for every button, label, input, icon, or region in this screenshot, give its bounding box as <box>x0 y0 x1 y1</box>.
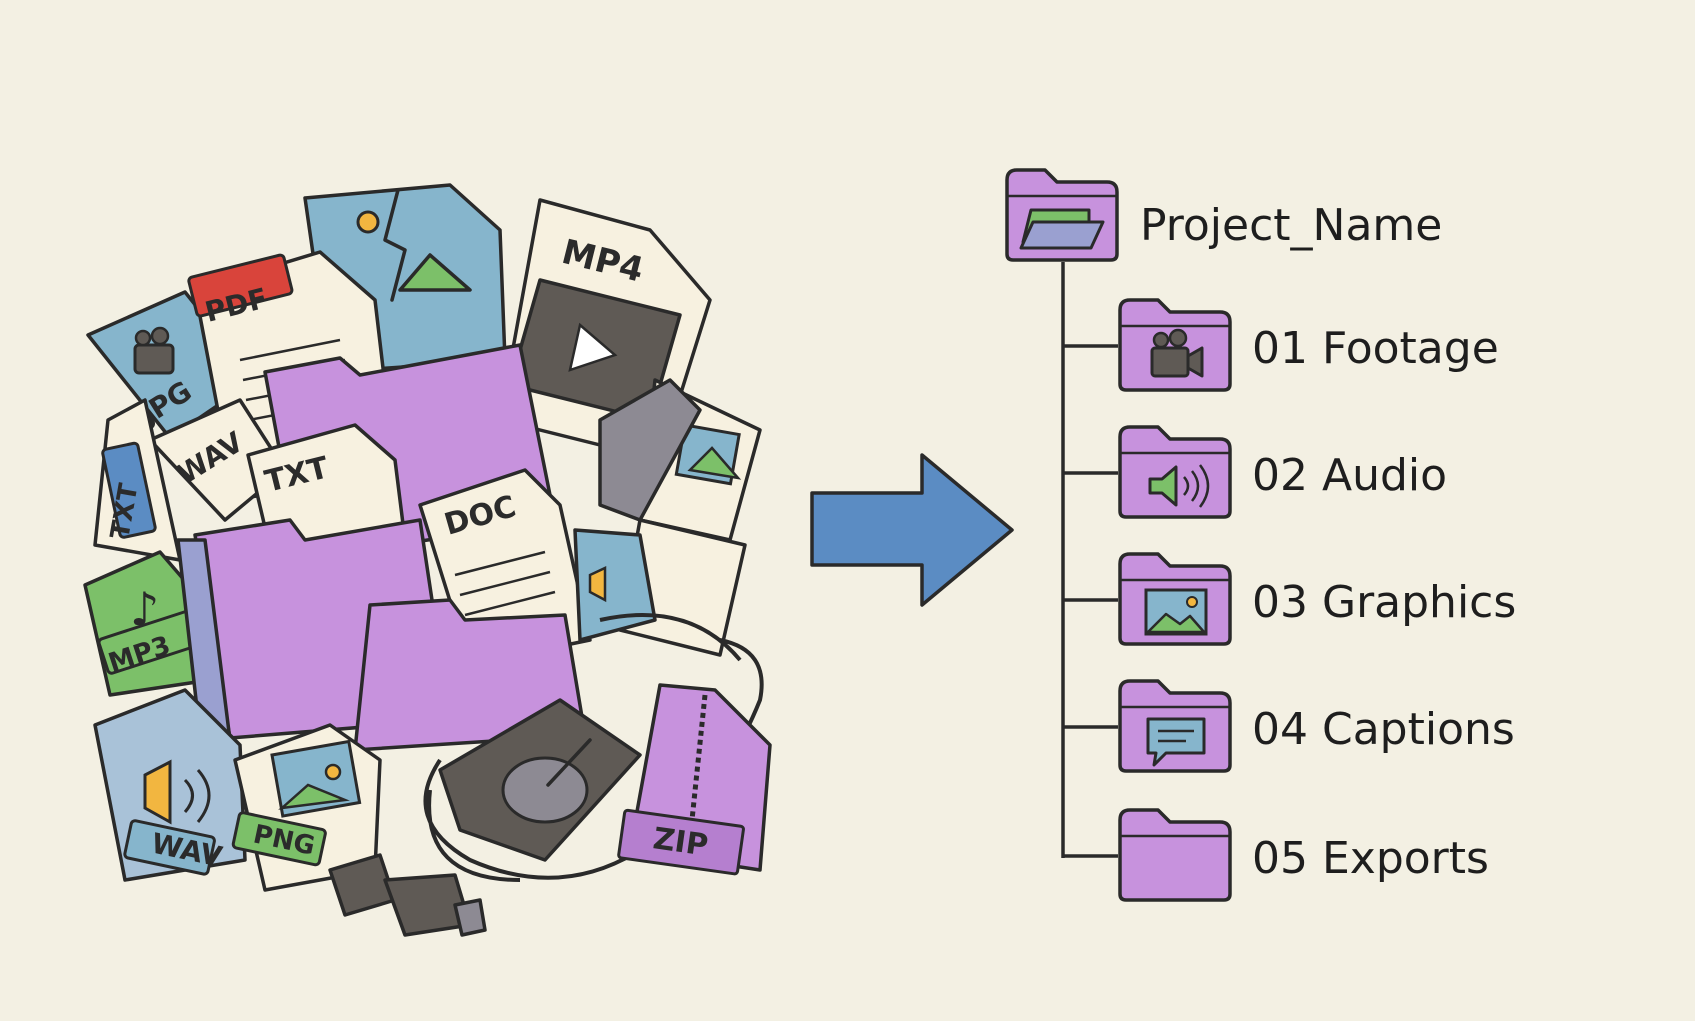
tree-root[interactable]: Project_Name <box>1005 168 1442 262</box>
hard-drive-icon <box>438 698 642 862</box>
tree-item-audio[interactable]: 02 Audio <box>1118 425 1447 519</box>
wav-file-icon-bottom: WAV <box>93 688 247 882</box>
mp3-file-icon: ♪ MP3 <box>83 550 212 697</box>
speech-bubble-icon <box>1118 679 1232 773</box>
tree-item-audio-label: 02 Audio <box>1252 450 1447 501</box>
folder-icon <box>1118 808 1232 902</box>
tree-branch-lines <box>1063 344 1118 858</box>
image-icon <box>1118 552 1232 646</box>
txt-file-icon-left: TXT <box>93 398 182 562</box>
tree-item-captions-label: 04 Captions <box>1252 704 1515 755</box>
png-file-icon: PNG <box>231 723 382 892</box>
tree-item-exports[interactable]: 05 Exports <box>1118 808 1489 902</box>
speaker-icon <box>143 759 172 825</box>
right-arrow-icon <box>810 453 1014 607</box>
folder-tree: Project_Name 01 Footage 02 Audio <box>1005 168 1516 902</box>
messy-file-pile: MP4 JPG PDF WAV TXT <box>83 183 772 937</box>
usb-stick-icon <box>598 378 702 522</box>
usb-plug-icon <box>328 853 487 937</box>
video-camera-icon <box>133 343 175 375</box>
speaker-icon <box>1118 425 1232 519</box>
tree-item-footage-label: 01 Footage <box>1252 323 1499 374</box>
open-folder-icon <box>1005 168 1119 262</box>
tree-root-label: Project_Name <box>1140 200 1442 251</box>
video-camera-icon <box>1118 298 1232 392</box>
tree-item-footage[interactable]: 01 Footage <box>1118 298 1499 392</box>
zip-file-icon: ZIP <box>617 683 772 876</box>
tree-item-captions[interactable]: 04 Captions <box>1118 679 1515 773</box>
tree-item-graphics[interactable]: 03 Graphics <box>1118 552 1516 646</box>
tree-item-graphics-label: 03 Graphics <box>1252 577 1516 628</box>
tree-item-exports-label: 05 Exports <box>1252 833 1489 884</box>
audio-file-icon-small <box>573 528 657 642</box>
zip-label: ZIP <box>651 821 710 863</box>
